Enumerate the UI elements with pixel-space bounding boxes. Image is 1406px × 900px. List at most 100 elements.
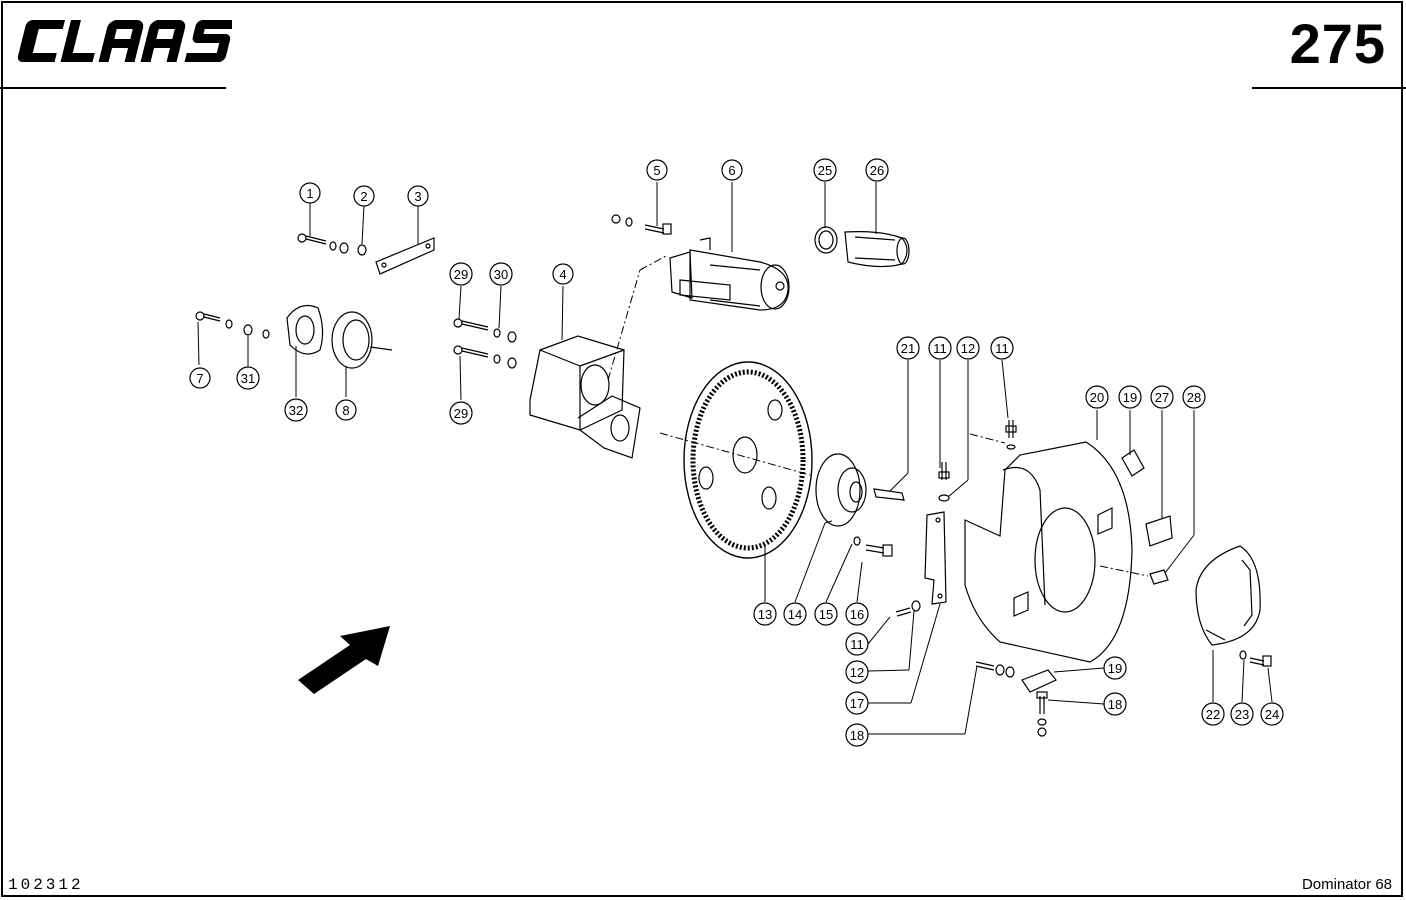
- svg-text:24: 24: [1265, 707, 1279, 722]
- callout-13: 13: [753, 602, 777, 626]
- svg-text:15: 15: [819, 607, 833, 622]
- svg-text:12: 12: [850, 665, 864, 680]
- callout-5: 5: [646, 159, 668, 181]
- part-plate-27: [1145, 515, 1173, 547]
- callout-25: 25: [813, 158, 837, 182]
- svg-text:18: 18: [850, 728, 864, 743]
- svg-text:19: 19: [1123, 390, 1137, 405]
- part-bracket-17: [924, 511, 947, 605]
- brand-logo: [17, 20, 232, 62]
- part-clamp-25: [814, 226, 838, 254]
- svg-text:23: 23: [1235, 707, 1249, 722]
- callout-29-bottom: 29: [449, 401, 473, 425]
- svg-text:17: 17: [850, 696, 864, 711]
- callout-18-b: 18: [1103, 692, 1127, 716]
- callout-17: 17: [845, 691, 869, 715]
- svg-text:19: 19: [1108, 661, 1122, 676]
- header-rule-left: [0, 87, 226, 89]
- callout-32: 32: [284, 398, 308, 422]
- part-shroud-22: [1195, 545, 1261, 646]
- part-key-21: [873, 488, 905, 501]
- svg-text:31: 31: [241, 371, 255, 386]
- svg-text:7: 7: [196, 371, 203, 386]
- machine-model: Dominator 68: [1301, 876, 1392, 893]
- part-plate-3: [375, 237, 435, 275]
- callout-18-a: 18: [845, 723, 869, 747]
- part-ring-gear-13: [683, 361, 813, 559]
- part-starter-motor-6: [669, 237, 790, 311]
- part-housing-4: [529, 335, 641, 459]
- callout-22: 22: [1201, 702, 1225, 726]
- leader-lines: [197, 182, 1273, 735]
- callout-group: 1 2 3 5 6 25 26 29 30 4 7 31 32 8 29 21 …: [189, 158, 1284, 747]
- svg-text:6: 6: [728, 163, 735, 178]
- callout-21: 21: [896, 336, 920, 360]
- callout-3: 3: [407, 185, 429, 207]
- part-bolt-16: [865, 544, 893, 557]
- svg-text:11: 11: [850, 637, 864, 652]
- svg-text:13: 13: [758, 607, 772, 622]
- svg-text:27: 27: [1155, 390, 1169, 405]
- svg-text:1: 1: [306, 186, 313, 201]
- part-bolt-7: [195, 311, 233, 329]
- direction-arrow-icon: [298, 626, 390, 694]
- svg-text:20: 20: [1090, 390, 1104, 405]
- part-clip-28: [1149, 569, 1169, 585]
- callout-19-b: 19: [1103, 656, 1127, 680]
- callout-24: 24: [1260, 702, 1284, 726]
- callout-28: 28: [1182, 385, 1206, 409]
- callout-19-a: 19: [1118, 385, 1142, 409]
- part-bolt-18: [975, 661, 1048, 737]
- svg-text:16: 16: [850, 607, 864, 622]
- svg-text:14: 14: [788, 607, 802, 622]
- svg-text:12: 12: [961, 341, 975, 356]
- part-washers-2: [329, 241, 367, 256]
- callout-14: 14: [783, 602, 807, 626]
- svg-text:3: 3: [414, 189, 421, 204]
- svg-text:21: 21: [901, 341, 915, 356]
- part-washer-15: [853, 536, 861, 546]
- svg-text:30: 30: [494, 267, 508, 282]
- callout-26: 26: [865, 158, 889, 182]
- callout-30: 30: [489, 262, 513, 286]
- part-bolt-24: [1249, 655, 1272, 667]
- callout-20: 20: [1085, 385, 1109, 409]
- callout-11-a: 11: [928, 336, 952, 360]
- svg-text:26: 26: [870, 163, 884, 178]
- callout-16: 16: [845, 602, 869, 626]
- svg-text:11: 11: [995, 341, 1009, 356]
- part-nut-31: [243, 324, 270, 339]
- svg-text:29: 29: [454, 406, 468, 421]
- part-boot-26: [844, 231, 910, 268]
- part-seal-8: [331, 311, 393, 369]
- svg-text:4: 4: [559, 267, 566, 282]
- svg-text:28: 28: [1187, 390, 1201, 405]
- callout-1: 1: [299, 182, 321, 204]
- svg-text:2: 2: [360, 189, 367, 204]
- callout-2: 2: [353, 185, 375, 207]
- part-bracket-19: [1021, 449, 1145, 693]
- page-number: 275: [1289, 12, 1386, 75]
- callout-23: 23: [1230, 702, 1254, 726]
- part-gasket-32: [286, 305, 324, 355]
- callout-4: 4: [552, 263, 574, 285]
- svg-text:22: 22: [1206, 707, 1220, 722]
- callout-6: 6: [721, 159, 743, 181]
- callout-31: 31: [236, 366, 260, 390]
- svg-text:11: 11: [933, 341, 947, 356]
- svg-text:18: 18: [1108, 697, 1122, 712]
- svg-text:25: 25: [818, 163, 832, 178]
- part-bolt-1: [297, 233, 327, 245]
- callout-12-a: 12: [956, 336, 980, 360]
- header-rule-right: [1252, 87, 1406, 89]
- svg-text:32: 32: [289, 403, 303, 418]
- callout-29-top: 29: [449, 262, 473, 286]
- part-bolts-29: [453, 318, 501, 364]
- part-bolt-11: [895, 420, 1017, 617]
- part-washers-30: [507, 331, 517, 369]
- callout-11-c: 11: [845, 632, 869, 656]
- part-hub-14: [815, 453, 867, 527]
- callout-11-b: 11: [990, 336, 1014, 360]
